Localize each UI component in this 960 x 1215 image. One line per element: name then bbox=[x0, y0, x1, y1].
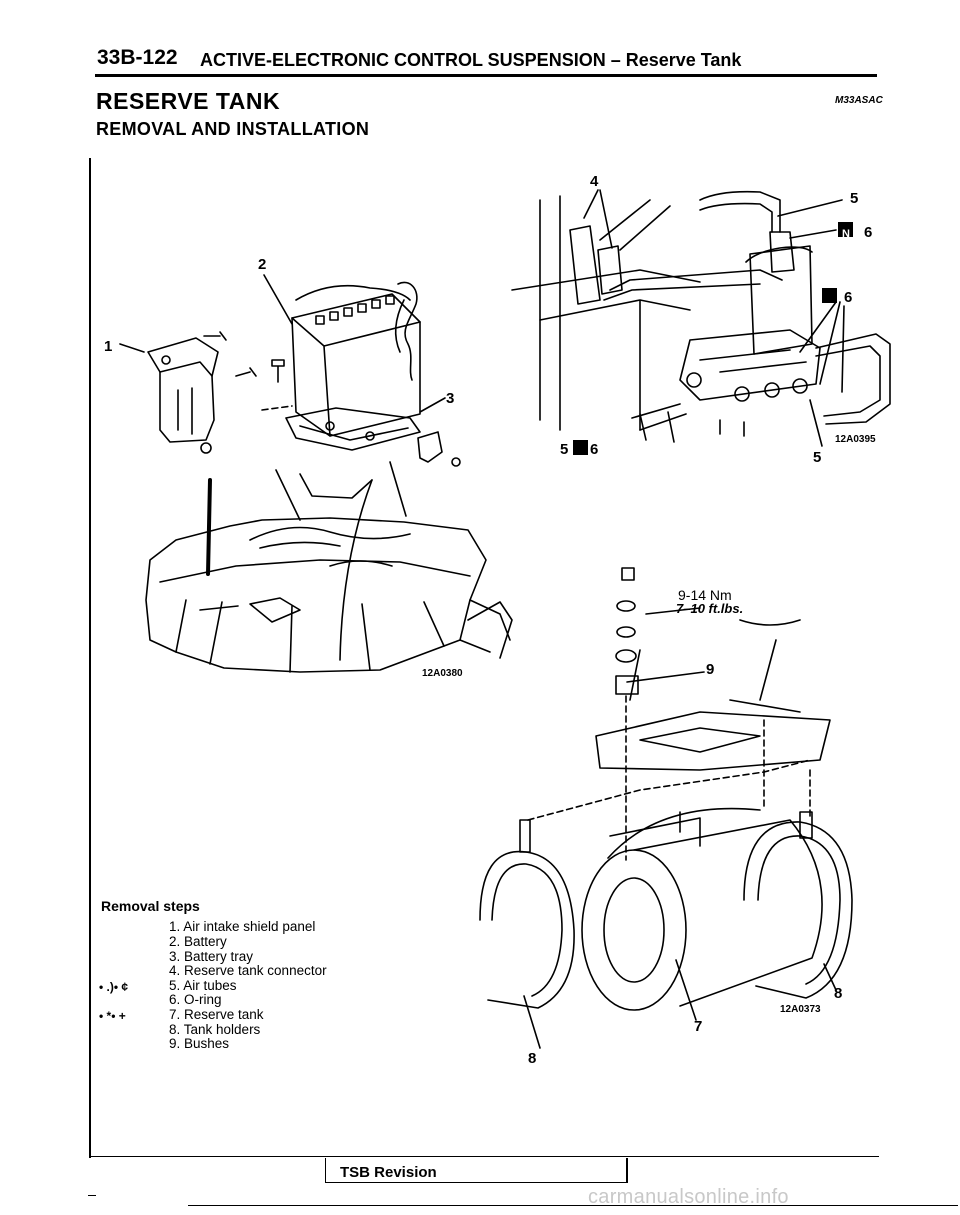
callout-6-top: 6 bbox=[864, 224, 873, 241]
frame-left-rule bbox=[89, 158, 91, 1158]
callout-8-left: 8 bbox=[528, 1050, 537, 1067]
tsb-revision-label: TSB Revision bbox=[340, 1164, 437, 1181]
callout-6-mid: 6 bbox=[844, 289, 853, 306]
removal-step: 8. Tank holders bbox=[169, 1022, 261, 1037]
reserve-tank-drawing bbox=[581, 807, 823, 1011]
tank-holder-right-drawing bbox=[743, 811, 853, 999]
shield-panel-drawing bbox=[147, 337, 219, 454]
callout-2: 2 bbox=[258, 256, 267, 273]
footer-rule bbox=[89, 1156, 879, 1157]
service-symbol-step5: • .)• ¢ bbox=[99, 980, 129, 994]
removal-step: 6. O-ring bbox=[169, 992, 222, 1007]
removal-step: 4. Reserve tank connector bbox=[169, 963, 327, 978]
figure-code-2: 12A0395 bbox=[835, 434, 876, 445]
removal-step: 5. Air tubes bbox=[169, 978, 237, 993]
bracket-drawing bbox=[417, 431, 461, 467]
engine-bay-drawing bbox=[145, 461, 513, 673]
callout-6-bottom: 6 bbox=[590, 441, 599, 458]
header-rule bbox=[95, 74, 877, 77]
n-badges bbox=[573, 222, 853, 455]
torque-ftlbs: 7–10 ft.lbs. bbox=[676, 601, 744, 616]
bottom-rule bbox=[188, 1205, 958, 1206]
page-number: 33B-122 bbox=[97, 46, 178, 69]
floor-bracket-drawing bbox=[595, 619, 831, 771]
callout-8-right: 8 bbox=[834, 985, 843, 1002]
service-symbol-step7: • *• + bbox=[99, 1009, 126, 1023]
callout-5-bottom: 5 bbox=[560, 441, 569, 458]
removal-step: 3. Battery tray bbox=[169, 949, 254, 964]
footer-tick bbox=[88, 1195, 96, 1196]
section-code: M33ASAC bbox=[835, 95, 883, 106]
callout-5-top: 5 bbox=[850, 190, 859, 207]
removal-step: 7. Reserve tank bbox=[169, 1007, 264, 1022]
removal-steps-heading: Removal steps bbox=[101, 898, 200, 914]
callout-1: 1 bbox=[104, 338, 113, 355]
tank-tubes-drawing bbox=[511, 190, 891, 437]
bush-stack-drawing bbox=[615, 567, 639, 695]
n-badge-label: N bbox=[842, 228, 850, 240]
callout-3: 3 bbox=[446, 390, 455, 407]
figure-code-3: 12A0373 bbox=[780, 1004, 821, 1015]
tsb-revision-box bbox=[325, 1158, 628, 1183]
watermark: carmanualsonline.info bbox=[588, 1186, 789, 1208]
removal-step: 9. Bushes bbox=[169, 1036, 230, 1051]
bolts-drawing bbox=[203, 331, 285, 383]
battery-tray-drawing bbox=[285, 407, 421, 451]
battery-drawing bbox=[291, 281, 421, 437]
callout-7: 7 bbox=[694, 1018, 703, 1035]
removal-step: 2. Battery bbox=[169, 934, 227, 949]
section-title: RESERVE TANK bbox=[96, 88, 281, 114]
procedure-title: REMOVAL AND INSTALLATION bbox=[96, 119, 370, 139]
tank-holder-left-drawing bbox=[479, 819, 575, 1009]
torque-nm: 9-14 Nm bbox=[678, 587, 732, 603]
page-title: ACTIVE-ELECTRONIC CONTROL SUSPENSION – R… bbox=[200, 50, 742, 70]
removal-step: 1. Air intake shield panel bbox=[169, 919, 316, 934]
callout-5-right: 5 bbox=[813, 449, 822, 466]
callout-9: 9 bbox=[706, 661, 715, 678]
figure-code-1: 12A0380 bbox=[422, 668, 463, 679]
callout-4: 4 bbox=[590, 173, 599, 190]
